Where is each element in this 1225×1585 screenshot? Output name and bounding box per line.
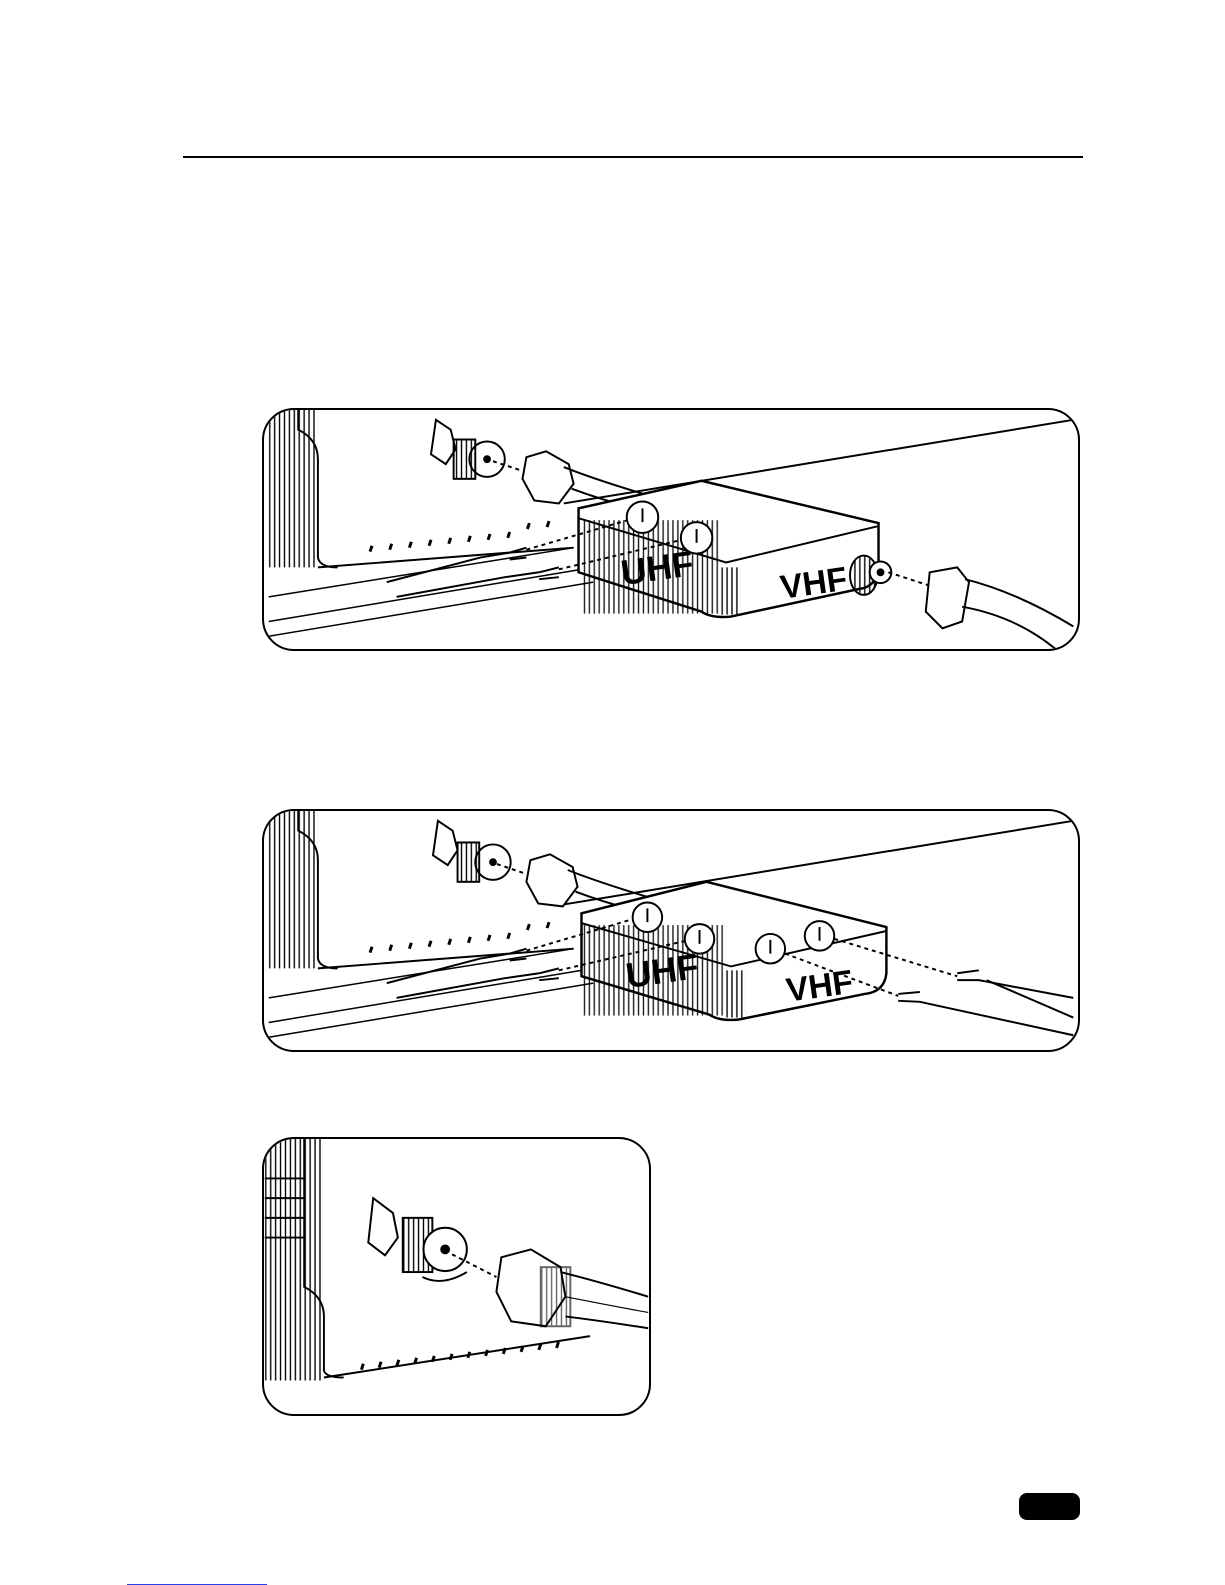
- figure-uhf-vhf-separator-coax: UHF VHF: [262, 408, 1080, 651]
- figure-direct-coax-connection: [262, 1137, 651, 1416]
- vhf-twin-lead-spade-lugs: [898, 970, 1073, 1035]
- tv-cabinet-side: [269, 410, 338, 567]
- vhf-label: VHF: [784, 964, 855, 1010]
- figure-uhf-vhf-separator-twinlead: UHF VHF: [262, 809, 1080, 1052]
- tv-cabinet-side: [265, 1139, 344, 1380]
- header-rule: [183, 156, 1083, 158]
- page-number-tab: [1019, 1493, 1080, 1520]
- figure-2-illustration: UHF VHF: [264, 811, 1078, 1050]
- vent-slots: [370, 922, 549, 952]
- figure-1-illustration: UHF VHF: [264, 410, 1078, 649]
- coax-cable-plug-right-icon: [926, 567, 1074, 649]
- vhf-f-connector-icon: [850, 556, 891, 595]
- antenna-input-jack-icon: [368, 1198, 467, 1281]
- figure-3-illustration: [264, 1139, 649, 1414]
- vhf-label: VHF: [778, 561, 849, 607]
- tv-cabinet-side: [269, 811, 338, 968]
- coax-cable-plug-icon: [496, 1249, 648, 1328]
- antenna-input-jack-icon: [433, 821, 511, 882]
- antenna-input-jack-icon: [431, 420, 505, 479]
- vent-slots: [370, 521, 549, 551]
